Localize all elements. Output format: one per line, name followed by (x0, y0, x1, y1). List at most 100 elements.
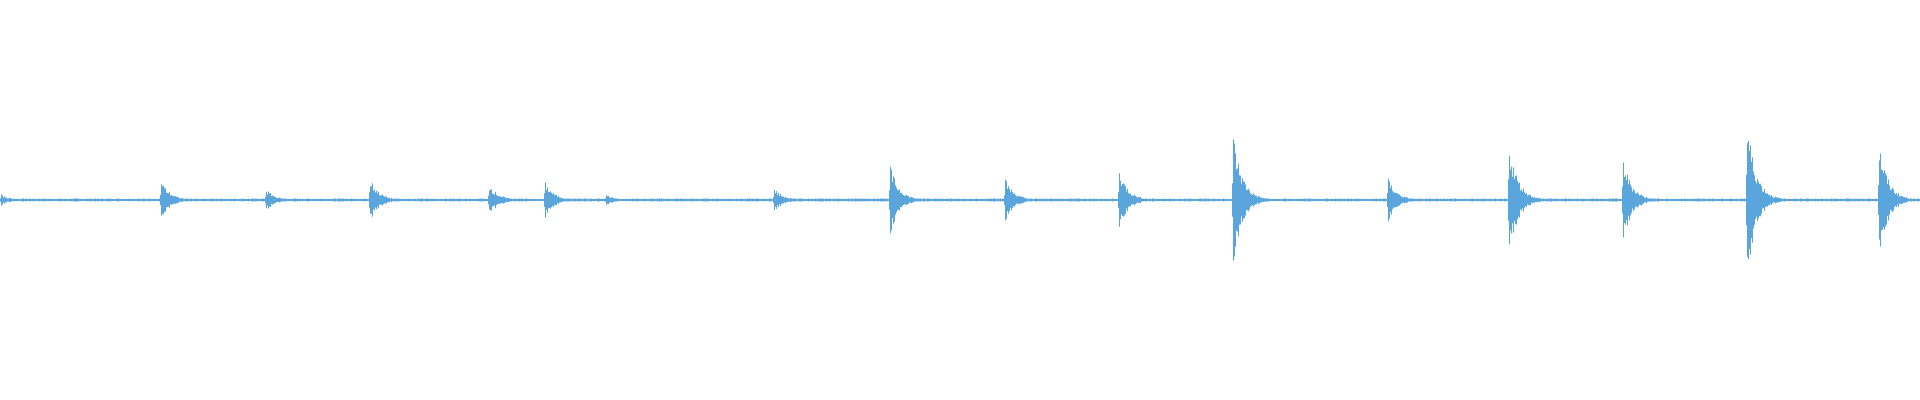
waveform-sample (1589, 199, 1590, 201)
waveform-sample (1886, 175, 1887, 225)
waveform-sample (1638, 193, 1639, 207)
waveform-sample (1346, 199, 1347, 201)
waveform-sample (113, 199, 114, 201)
waveform-sample (396, 198, 397, 202)
waveform-sample (754, 199, 755, 201)
waveform-sample (846, 198, 847, 202)
waveform-sample (1248, 188, 1249, 212)
waveform-sample (1772, 196, 1773, 204)
waveform-sample (1396, 193, 1397, 207)
waveform-sample (843, 198, 844, 202)
waveform-sample (1584, 198, 1585, 202)
waveform-sample (531, 199, 532, 201)
waveform-sample (1616, 198, 1617, 202)
waveform-sample (691, 198, 692, 202)
waveform-sample (701, 199, 702, 201)
waveform-sample (1647, 198, 1648, 202)
waveform-sample (1259, 196, 1260, 204)
waveform-sample (1304, 198, 1305, 202)
waveform-sample (588, 198, 589, 202)
waveform-sample (604, 198, 605, 202)
waveform-sample (885, 198, 886, 202)
waveform-sample (753, 198, 754, 202)
waveform-sample (29, 198, 30, 202)
waveform-sample (1417, 198, 1418, 202)
waveform-sample (185, 198, 186, 202)
waveform-sample (1845, 198, 1846, 202)
waveform-sample (373, 190, 374, 210)
waveform-sample (505, 197, 506, 203)
waveform-sample (1037, 198, 1038, 202)
waveform-sample (53, 199, 54, 201)
waveform-sample (1826, 198, 1827, 202)
waveform-sample (93, 198, 94, 202)
waveform-sample (171, 194, 172, 205)
waveform-sample (1119, 173, 1120, 227)
waveform-sample (711, 199, 712, 201)
waveform-sample (1486, 198, 1487, 202)
waveform-sample (378, 191, 379, 209)
waveform-sample (992, 198, 993, 202)
waveform-sample (388, 197, 389, 203)
waveform-sample (1641, 195, 1642, 205)
waveform-sample (1219, 198, 1220, 202)
waveform-sample (1279, 199, 1280, 201)
waveform-sample (812, 199, 813, 201)
waveform-sample (18, 198, 19, 202)
waveform-sample (1001, 199, 1002, 201)
waveform-sample (488, 195, 489, 205)
waveform-sample (340, 198, 341, 202)
waveform-sample (1286, 198, 1287, 202)
waveform-sample (1332, 198, 1333, 202)
waveform-sample (337, 199, 338, 201)
waveform-sample (1213, 198, 1214, 202)
waveform-sample (1903, 196, 1904, 204)
waveform-sample (973, 199, 974, 201)
waveform-sample (1519, 182, 1520, 218)
waveform-sample (1019, 195, 1020, 205)
waveform-sample (750, 198, 751, 202)
waveform-sample (279, 197, 280, 203)
waveform-sample (978, 199, 979, 201)
waveform-sample (1579, 199, 1580, 201)
waveform-sample (1086, 199, 1087, 201)
waveform-sample (820, 198, 821, 202)
waveform-sample (32, 199, 33, 201)
waveform-sample (1353, 198, 1354, 202)
waveform-sample (634, 199, 635, 201)
waveform-sample (140, 198, 141, 202)
waveform-sample (516, 198, 517, 202)
waveform-sample (363, 198, 364, 202)
waveform-sample (1260, 197, 1261, 203)
waveform-sample (1209, 199, 1210, 201)
waveform-sample (1718, 199, 1719, 201)
waveform-sample (1689, 198, 1690, 202)
waveform-sample (343, 198, 344, 202)
waveform-sample (999, 198, 1000, 202)
waveform-sample (836, 199, 837, 201)
waveform-sample (982, 199, 983, 201)
waveform-sample (1700, 198, 1701, 202)
waveform-sample (1371, 199, 1372, 201)
waveform-sample (875, 198, 876, 202)
waveform-sample (1548, 198, 1549, 202)
waveform-sample (664, 199, 665, 201)
waveform-sample (24, 199, 25, 201)
waveform-sample (1675, 199, 1676, 201)
waveform-sample (559, 197, 560, 203)
waveform-sample (1433, 198, 1434, 202)
waveform-sample (275, 196, 276, 204)
waveform-sample (1244, 181, 1245, 219)
waveform-sample (361, 199, 362, 201)
waveform-sample (16, 198, 17, 202)
waveform-sample (998, 198, 999, 202)
waveform-sample (484, 198, 485, 202)
waveform-sample (1274, 199, 1275, 201)
waveform-sample (1106, 198, 1107, 201)
waveform-sample (302, 199, 303, 201)
waveform-sample (1892, 187, 1893, 213)
waveform-sample (1479, 198, 1480, 202)
waveform-sample (1431, 199, 1432, 201)
waveform-sample (594, 198, 595, 202)
